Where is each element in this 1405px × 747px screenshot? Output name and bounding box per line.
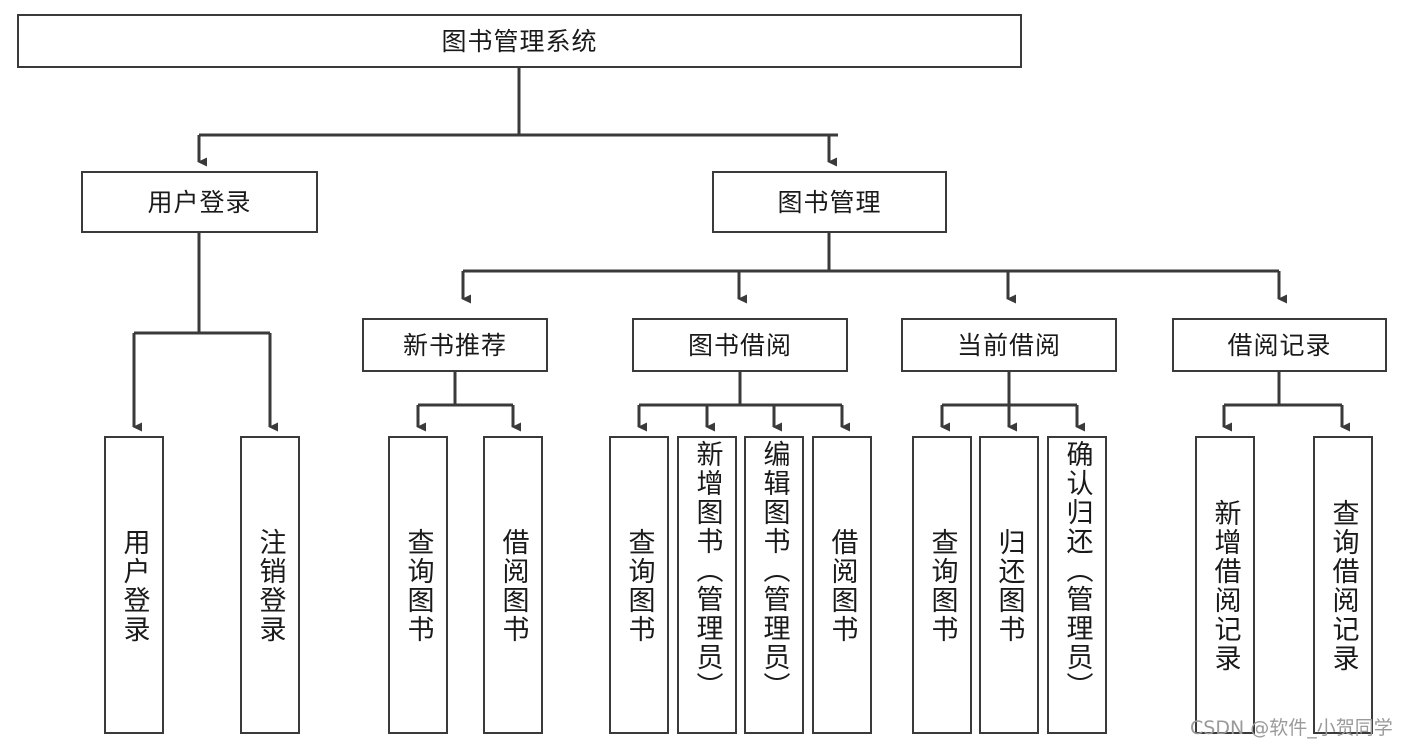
leaf-current-query[interactable]: 查询图书 (912, 436, 972, 734)
node-user-login[interactable]: 用户登录 (81, 171, 318, 233)
leaf-label: 确认归还（管理员） (1061, 440, 1093, 701)
watermark: CSDN @软件_小贺同学 (1190, 717, 1393, 739)
leaf-label: 注销登录 (254, 528, 286, 644)
node-new-book-recommend[interactable]: 新书推荐 (362, 318, 548, 372)
node-root-label: 图书管理系统 (441, 26, 598, 56)
leaf-label: 编辑图书（管理员） (758, 440, 790, 701)
node-book-borrow-label: 图书借阅 (687, 330, 792, 360)
node-book-management[interactable]: 图书管理 (712, 171, 947, 233)
node-current-borrow[interactable]: 当前借阅 (901, 318, 1117, 372)
leaf-current-return[interactable]: 归还图书 (979, 436, 1039, 734)
node-current-borrow-label: 当前借阅 (956, 330, 1061, 360)
node-user-login-label: 用户登录 (147, 187, 252, 217)
leaf-label: 查询图书 (402, 528, 434, 644)
node-new-book-recommend-label: 新书推荐 (402, 330, 507, 360)
leaf-label: 新增借阅记录 (1209, 499, 1241, 673)
node-book-management-label: 图书管理 (777, 187, 882, 217)
node-borrow-records-label: 借阅记录 (1227, 330, 1332, 360)
node-book-borrow[interactable]: 图书借阅 (632, 318, 848, 372)
leaf-label: 借阅图书 (826, 528, 858, 644)
node-root[interactable]: 图书管理系统 (17, 14, 1022, 68)
leaf-borrow-add-book[interactable]: 新增图书（管理员） (677, 436, 737, 734)
leaf-records-add[interactable]: 新增借阅记录 (1195, 436, 1255, 734)
leaf-borrow-query[interactable]: 查询图书 (609, 436, 669, 734)
leaf-label: 归还图书 (993, 528, 1025, 644)
leaf-label: 用户登录 (118, 528, 150, 644)
leaf-user-login-signout[interactable]: 注销登录 (240, 436, 300, 734)
leaf-label: 查询图书 (926, 528, 958, 644)
leaf-user-login-signin[interactable]: 用户登录 (104, 436, 164, 734)
leaf-new-book-borrow[interactable]: 借阅图书 (483, 436, 543, 734)
leaf-label: 查询图书 (623, 528, 655, 644)
leaf-label: 查询借阅记录 (1327, 499, 1359, 673)
leaf-current-confirm-return[interactable]: 确认归还（管理员） (1047, 436, 1107, 734)
leaf-records-query[interactable]: 查询借阅记录 (1313, 436, 1373, 734)
leaf-new-book-query[interactable]: 查询图书 (388, 436, 448, 734)
leaf-borrow-borrow-book[interactable]: 借阅图书 (812, 436, 872, 734)
leaf-label: 新增图书（管理员） (691, 440, 723, 701)
node-borrow-records[interactable]: 借阅记录 (1172, 318, 1387, 372)
leaf-borrow-edit-book[interactable]: 编辑图书（管理员） (744, 436, 804, 734)
leaf-label: 借阅图书 (497, 528, 529, 644)
